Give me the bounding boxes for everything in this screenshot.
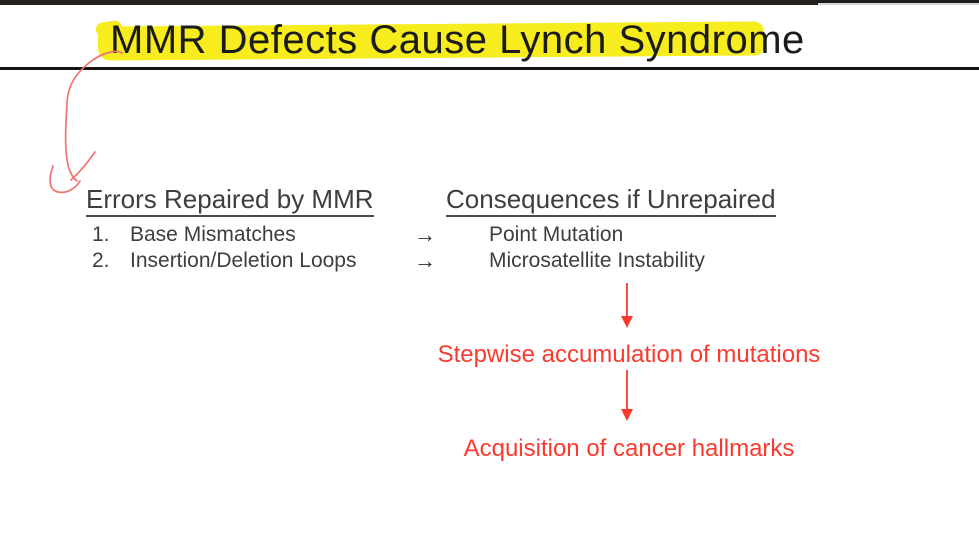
down-arrow-icon (621, 370, 633, 421)
down-arrow-icon (621, 283, 633, 328)
list-number-2: 2. (92, 249, 110, 272)
left-column-heading: Errors Repaired by MMR (86, 185, 374, 217)
flow-step-stepwise-accumulation: Stepwise accumulation of mutations (437, 341, 821, 368)
handdrawn-red-arrow-icon (49, 50, 123, 194)
flow-step-acquisition-hallmarks: Acquisition of cancer hallmarks (463, 435, 795, 462)
top-letterbox-bar-left (0, 0, 818, 5)
consequence-item-point-mutation: Point Mutation (489, 223, 624, 246)
maps-to-arrow-icon: → (414, 248, 436, 273)
top-letterbox-bar-right-gray (818, 3, 979, 5)
slide-title: MMR Defects Cause Lynch Syndrome (110, 18, 805, 62)
error-item-insertion-deletion-loops: Insertion/Deletion Loops (130, 249, 357, 272)
consequence-item-microsatellite-instability: Microsatellite Instability (489, 249, 705, 272)
error-item-base-mismatches: Base Mismatches (130, 223, 296, 246)
top-letterbox-bar-right (818, 0, 979, 3)
right-column-heading: Consequences if Unrepaired (446, 185, 776, 217)
list-number-1: 1. (92, 223, 110, 246)
title-divider-line (0, 67, 979, 70)
maps-to-arrow-icon: → (414, 222, 436, 247)
